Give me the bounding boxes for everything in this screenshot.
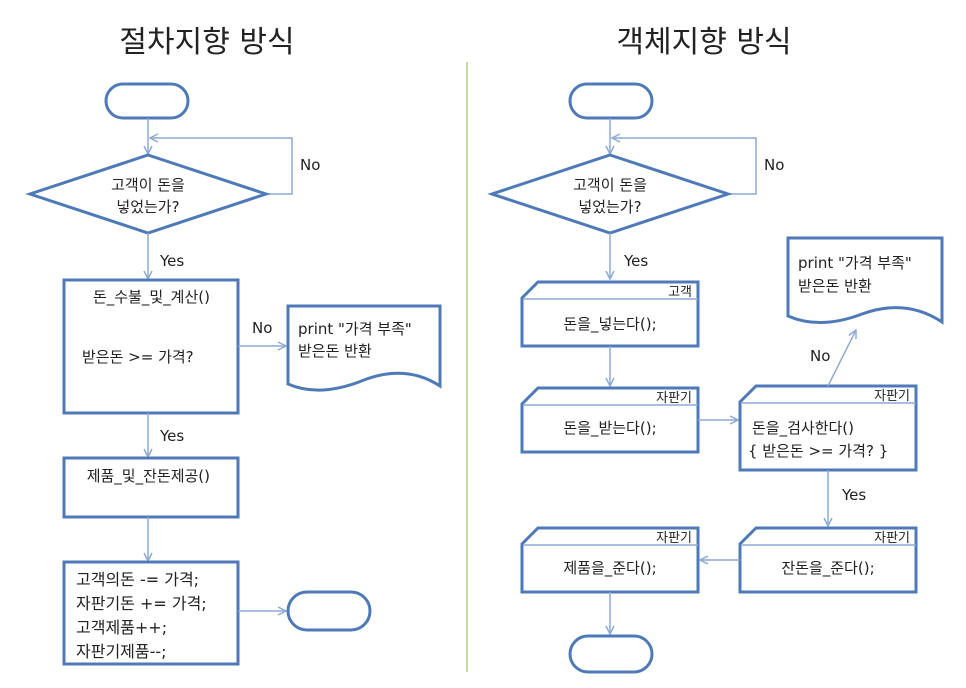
- left-end-terminal: [286, 590, 372, 632]
- right-doc-shape: [786, 236, 944, 325]
- right-receive-text: 돈을_받는다();: [563, 419, 656, 438]
- right-decision-diamond: [487, 153, 733, 235]
- right-check-line2: { 받은돈 >= 가격? }: [748, 442, 888, 460]
- right-decision-line1: 고객이 돈을: [573, 176, 647, 194]
- right-change-text: 잔돈을_준다();: [781, 559, 874, 578]
- left-process2-box: [62, 456, 240, 519]
- left-process2-text: 제품_및_잔돈제공(): [87, 467, 210, 486]
- right-doc-line1: print "가격 부족": [798, 254, 912, 272]
- left-process3-line: 고객의돈 -= 가격;: [76, 570, 199, 589]
- right-check-tag: 자판기: [874, 389, 910, 404]
- left-process3-line: 자판기제품--;: [76, 642, 167, 661]
- left-process3-box: [62, 560, 240, 666]
- right-start-terminal: [568, 82, 654, 120]
- left-doc-line1: print "가격 부족": [298, 320, 412, 338]
- left-doc-line2: 받은돈 반환: [298, 342, 372, 360]
- right-end-terminal: [568, 634, 654, 674]
- right-doc-line2: 받은돈 반환: [798, 277, 872, 295]
- right-change-tag: 자판기: [874, 531, 910, 546]
- right-customer-text: 돈을_넣는다();: [563, 315, 656, 334]
- right-check-line1: 돈을_검사한다(): [752, 419, 854, 438]
- right-no-label-1: No: [764, 156, 784, 174]
- left-no-label-2: No: [252, 319, 272, 337]
- left-process1-header: 돈_수불_및_계산(): [93, 288, 210, 307]
- left-process3-line: 고객제품++;: [76, 618, 167, 637]
- right-product-text: 제품을_준다();: [563, 559, 656, 578]
- left-process1-box: [62, 278, 240, 415]
- left-title: 절차지향 방식: [119, 25, 294, 60]
- right-yes-label-1: Yes: [623, 252, 648, 270]
- right-arrow-check-to-doc: [827, 330, 856, 387]
- right-change-box: [738, 526, 918, 594]
- left-no-loop: [150, 138, 293, 195]
- right-no-label-2: No: [810, 347, 830, 365]
- right-receive-tag: 자판기: [656, 391, 692, 406]
- right-product-tag: 자판기: [656, 531, 692, 546]
- right-yes-label-2: Yes: [841, 486, 866, 504]
- left-decision-line1: 고객이 돈을: [111, 176, 185, 194]
- right-no-loop: [612, 138, 757, 195]
- left-decision-line2: 넣었는가?: [116, 198, 179, 216]
- left-doc-shape: [286, 304, 442, 392]
- left-yes-label-1: Yes: [159, 252, 184, 270]
- left-start-terminal: [104, 82, 190, 120]
- right-title: 객체지향 방식: [616, 25, 791, 60]
- right-receive-box: [520, 386, 700, 454]
- left-yes-label-2: Yes: [159, 427, 184, 445]
- left-decision-diamond: [25, 153, 271, 235]
- left-process1-body: 받은돈 >= 가격?: [82, 348, 194, 366]
- left-no-label-1: No: [300, 156, 320, 174]
- right-customer-tag: 고객: [668, 285, 692, 300]
- left-process3-line: 자판기돈 += 가격;: [76, 594, 207, 613]
- right-decision-line2: 넣었는가?: [578, 198, 641, 216]
